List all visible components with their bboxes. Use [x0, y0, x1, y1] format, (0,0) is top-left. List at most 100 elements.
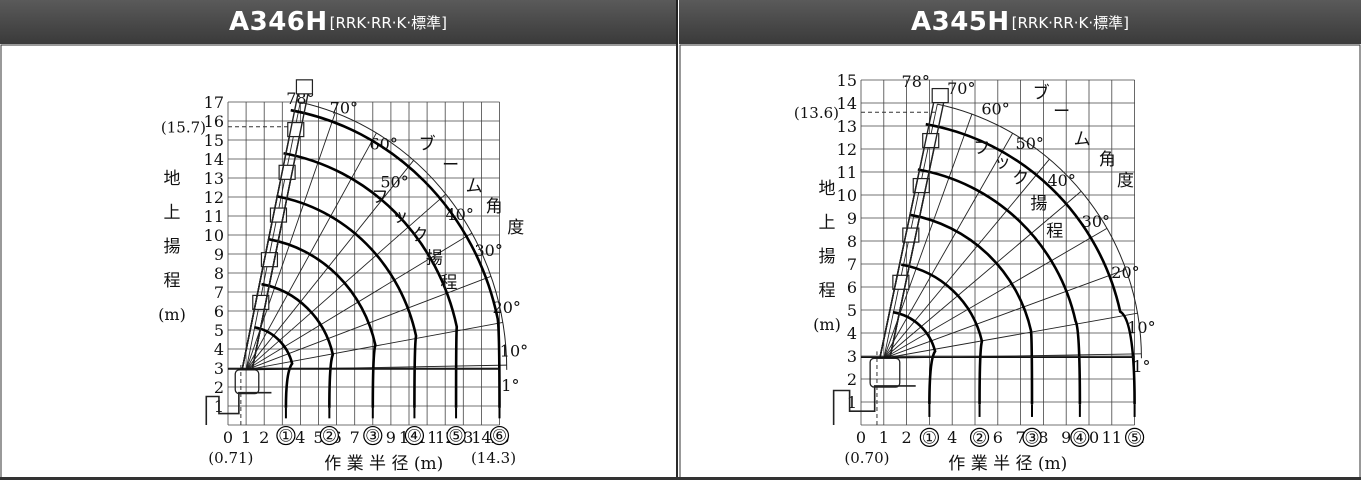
angle-label: 78°	[902, 72, 930, 91]
y-tick-label: 11	[204, 207, 224, 226]
y-axis-title-char: 程	[819, 281, 836, 301]
hook-lift-curve	[892, 310, 937, 405]
boom-angle-ray	[883, 132, 1014, 359]
x-tick-label: 8	[1038, 428, 1048, 447]
y-tick-label: 15	[204, 131, 224, 150]
x-tick-label: 0	[856, 428, 866, 447]
section-marker-circle	[1070, 427, 1090, 447]
angle-label: 70°	[330, 98, 358, 117]
hook-lift-label-char: フ	[973, 139, 990, 159]
working-range-diagram: 1234567891011121314150123456789101112作 業…	[679, 44, 1361, 480]
x-tick-label: 2	[902, 428, 912, 447]
hook-lift-curve	[917, 168, 1082, 405]
model-name: A346H	[228, 7, 328, 37]
y-tick-label: 9	[847, 209, 857, 228]
section-marker-label: ④	[407, 427, 422, 447]
boom-angle-label-char: 度	[507, 218, 524, 238]
crane-base	[234, 369, 260, 395]
y-tick-label: 2	[847, 370, 857, 389]
boom-angle-label-char: ー	[442, 155, 459, 175]
y-tick-label: 14	[837, 94, 857, 113]
x-tick-label: 1	[879, 428, 889, 447]
y-tick-label: 2	[214, 378, 224, 397]
hook-lift-curve	[261, 282, 335, 408]
boom-section	[251, 81, 312, 371]
y-tick-label: 10	[837, 186, 857, 205]
y-tick-label: 1	[847, 393, 857, 412]
y-axis-unit: (m)	[813, 315, 841, 334]
chart-frame	[679, 44, 1361, 480]
angle-label: 10°	[1127, 318, 1155, 337]
hook-lift-curve	[290, 108, 501, 408]
x-tick-label: 7	[1016, 428, 1026, 447]
boom-angle-label-char: 角	[1099, 150, 1116, 170]
section-marker-label: ②	[322, 427, 337, 447]
y-axis-title-char: 揚	[164, 237, 181, 257]
crane-base	[869, 357, 901, 388]
y-axis-unit: (m)	[158, 305, 186, 324]
boom-angle-label-char: 角	[486, 197, 503, 217]
section-marker-circle	[489, 425, 510, 446]
outer-range-arc	[300, 101, 508, 370]
y-tick-label: 12	[204, 188, 224, 207]
y-axis-title-char: 地	[164, 169, 181, 189]
y-tick-label: 12	[837, 140, 857, 159]
x-tick-label: 4	[947, 428, 957, 447]
x-axis-title: 作 業 半 径 (m)	[324, 454, 443, 474]
y-tick-label: 17	[204, 93, 224, 112]
x-tick-label: 5	[313, 428, 323, 447]
angle-label: 30°	[1082, 212, 1110, 231]
boom-angle-ray	[883, 268, 1127, 359]
boom-head	[931, 87, 949, 104]
hook-lift-curve	[909, 213, 1034, 405]
hook-lift-label-char: ク	[1012, 169, 1029, 189]
y-tick-label: 6	[214, 302, 224, 321]
chart-header: A346H [RRK·RR·K·標準]	[0, 0, 676, 44]
hook-lift-label-char: 程	[440, 273, 457, 293]
boom-angle-label-char: ー	[1053, 102, 1070, 122]
section-marker-label: ⑤	[1127, 428, 1142, 448]
model-name: A345H	[910, 7, 1010, 37]
section-marker-circle	[1022, 427, 1042, 447]
y-axis-title-char: 揚	[819, 247, 836, 267]
section-marker-circle	[404, 425, 425, 446]
x-tick-label: 9	[386, 428, 396, 447]
x-tick-label: 1	[241, 428, 251, 447]
max-height-note: (15.7)	[161, 119, 206, 137]
outer-range-arc	[937, 103, 1142, 359]
boom-angle-label-char: ブ	[419, 134, 436, 155]
x-tick-label: 14	[471, 428, 491, 447]
section-marker-circle	[363, 425, 383, 446]
x-tick-label: 7	[350, 428, 360, 447]
angle-label: 50°	[1016, 134, 1044, 153]
y-tick-label: 6	[847, 278, 857, 297]
truck-body	[205, 391, 272, 425]
y-tick-label: 10	[204, 226, 224, 245]
y-tick-label: 5	[214, 321, 224, 340]
section-marker-label: ④	[1072, 428, 1087, 448]
boom-section	[889, 90, 947, 359]
section-marker-circle	[969, 427, 990, 447]
y-tick-label: 4	[847, 324, 857, 343]
y-tick-label: 9	[214, 245, 224, 264]
y-tick-label: 11	[837, 163, 857, 182]
x-min-note: (0.71)	[208, 449, 253, 467]
boom-angle-label-char: ブ	[1033, 82, 1050, 103]
y-axis-title-char: 程	[164, 271, 181, 291]
y-tick-label: 15	[837, 71, 857, 90]
y-tick-label: 13	[837, 117, 857, 136]
hook-lift-label-char: 程	[1046, 221, 1063, 241]
model-spec: [RRK·RR·K·標準]	[329, 13, 448, 32]
section-marker-circle	[446, 425, 466, 446]
angle-label: 30°	[474, 241, 502, 260]
hook-lift-curve	[925, 122, 1136, 405]
y-tick-label: 16	[204, 112, 224, 131]
angle-label: 70°	[947, 79, 975, 98]
y-axis-title-char: 上	[164, 203, 181, 223]
section-marker-label: ③	[1024, 428, 1039, 448]
y-tick-label: 14	[204, 150, 224, 169]
boom-head	[295, 79, 314, 95]
boom-angle-ray	[883, 312, 1138, 359]
